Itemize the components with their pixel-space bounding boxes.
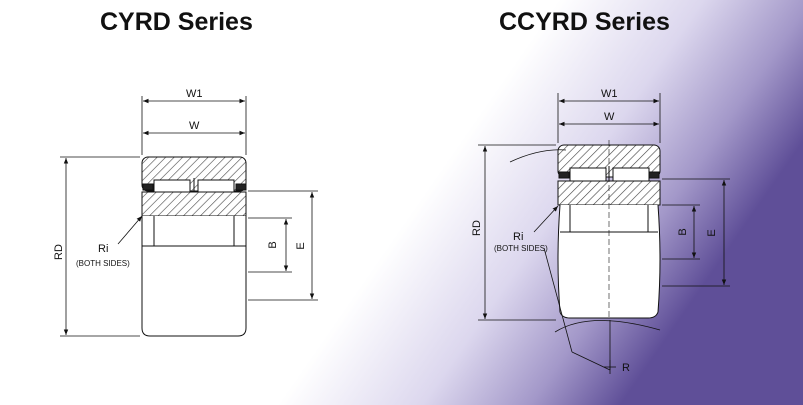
ccyrd-b-label: B (677, 228, 689, 235)
cyrd-inner-ring (141, 191, 247, 217)
cyrd-b-label: B (267, 241, 279, 248)
cyrd-ri-label: Ri (98, 243, 108, 255)
ccyrd-w1-label: W1 (601, 88, 618, 100)
cyrd-roller-body (141, 216, 247, 337)
ccyrd-dimensions (478, 93, 730, 374)
ccyrd-radius-arc (554, 320, 661, 333)
ccyrd-drawing (557, 140, 661, 319)
ccyrd-e-label: E (706, 229, 718, 236)
ccyrd-series-title: CCYRD Series (499, 8, 670, 36)
ccyrd-radius-line (571, 351, 611, 371)
cyrd-w-label: W (189, 120, 200, 132)
cyrd-rd-label: RD (53, 244, 65, 260)
ccyrd-radius-arc (509, 149, 567, 163)
cyrd-seal (142, 183, 154, 191)
cyrd-drawing (141, 156, 247, 337)
ccyrd-seal (648, 171, 660, 179)
cyrd-w1-label: W1 (186, 88, 203, 100)
ccyrd-seal (558, 171, 570, 179)
ccyrd-ri-label: Ri (513, 231, 523, 243)
cyrd-series-title: CYRD Series (100, 8, 253, 36)
cyrd-seal (235, 183, 247, 191)
ccyrd-radius-line (543, 247, 573, 353)
cyrd-dimensions (60, 96, 318, 337)
cyrd-both-sides-label: (BOTH SIDES) (76, 259, 130, 268)
cyrd-e-label: E (295, 242, 307, 249)
ccyrd-w-label: W (604, 111, 615, 123)
ccyrd-both-sides-label: (BOTH SIDES) (494, 244, 548, 253)
ccyrd-ri-leader (533, 205, 559, 233)
ccyrd-rd-label: RD (471, 220, 483, 236)
ccyrd-roller (612, 167, 650, 182)
ccyrd-inner-ring (557, 180, 661, 206)
cyrd-ri-leader (117, 215, 143, 245)
ccyrd-roller (569, 167, 607, 182)
ccyrd-r-label: R (622, 362, 630, 374)
